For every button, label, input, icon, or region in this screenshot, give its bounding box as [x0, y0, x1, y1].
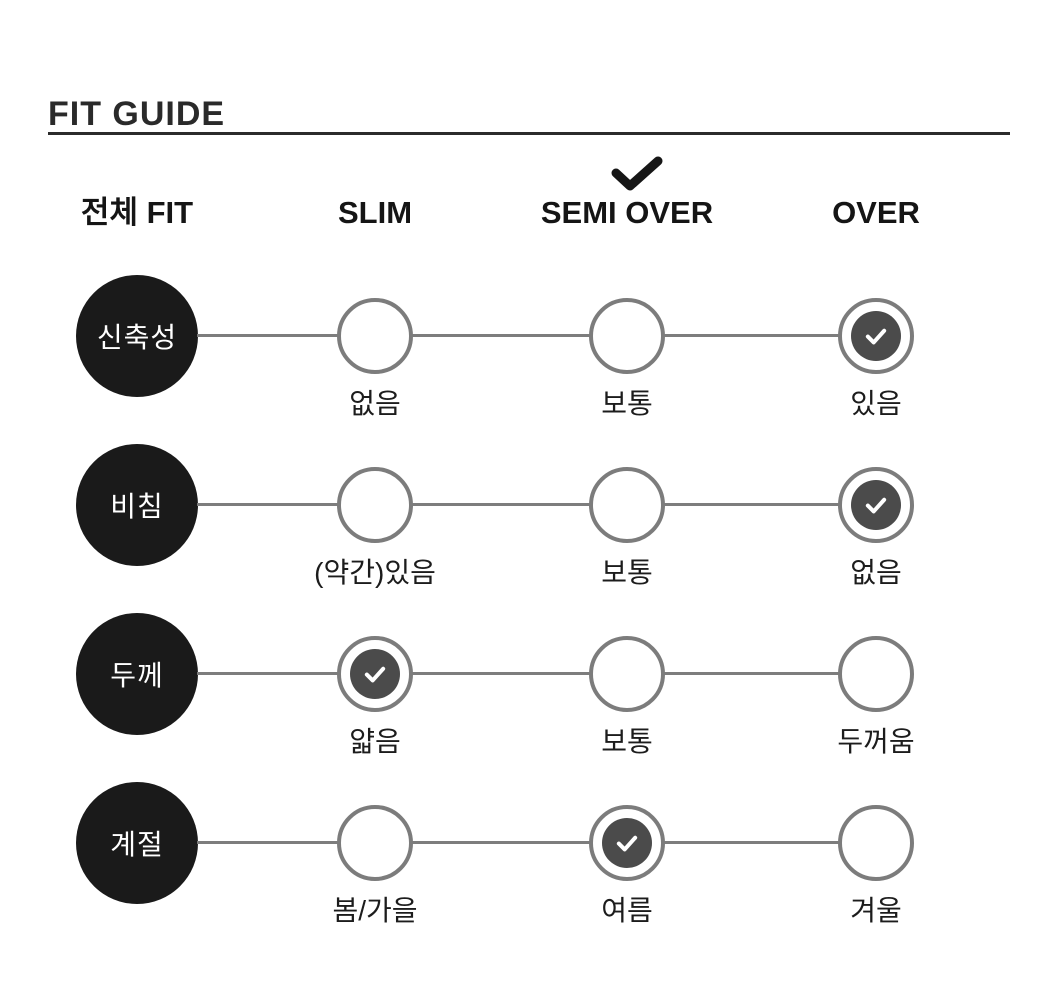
option-circle: [337, 805, 413, 881]
option-circle: [838, 467, 914, 543]
option-label: 겨울: [850, 895, 902, 926]
option-circle: [337, 298, 413, 374]
option-circle: [838, 298, 914, 374]
option-label: 없음: [349, 388, 401, 419]
row-label: 신축성: [96, 322, 178, 353]
option-circle: [337, 636, 413, 712]
connector-line: [412, 672, 590, 675]
row-label-circle: 계절: [76, 782, 198, 904]
header-column-semi-over: SEMI OVER: [540, 195, 714, 230]
row-label: 두께: [110, 660, 164, 691]
connector-line: [412, 334, 590, 337]
connector-line: [197, 672, 338, 675]
option-circle: [589, 298, 665, 374]
option-label: 없음: [850, 557, 902, 588]
option-circle: [589, 805, 665, 881]
fit-row-season: 계절 봄/가을 여름 겨울: [0, 782, 1040, 942]
option-label: 얇음: [349, 726, 401, 757]
fit-row-sheerness: 비침 (약간)있음 보통 없음: [0, 444, 1040, 604]
check-icon: [602, 818, 652, 868]
check-icon: [851, 311, 901, 361]
connector-line: [412, 503, 590, 506]
connector-line: [664, 503, 839, 506]
header-column-slim: SLIM: [337, 195, 413, 230]
row-label-circle: 비침: [76, 444, 198, 566]
connector-line: [197, 841, 338, 844]
connector-line: [664, 334, 839, 337]
connector-line: [664, 841, 839, 844]
option-label: 두꺼움: [837, 726, 915, 757]
option-label: 보통: [601, 557, 653, 588]
option-label: 보통: [601, 726, 653, 757]
row-label-circle: 신축성: [76, 275, 198, 397]
row-label-circle: 두께: [76, 613, 198, 735]
connector-line: [412, 841, 590, 844]
row-label: 계절: [110, 829, 164, 860]
option-label: 보통: [601, 388, 653, 419]
check-icon: [851, 480, 901, 530]
option-circle: [838, 636, 914, 712]
option-circle: [589, 636, 665, 712]
selected-fit-check-icon: [611, 156, 663, 191]
row-label: 비침: [110, 491, 164, 522]
connector-line: [664, 672, 839, 675]
page-title: FIT GUIDE: [48, 94, 226, 133]
fit-row-elasticity: 신축성 없음 보통 있음: [0, 275, 1040, 435]
option-circle: [838, 805, 914, 881]
fit-row-thickness: 두께 얇음 보통 두꺼움: [0, 613, 1040, 773]
connector-line: [197, 334, 338, 337]
connector-line: [197, 503, 338, 506]
option-label: 봄/가을: [332, 895, 418, 926]
option-circle: [589, 467, 665, 543]
option-label: 여름: [601, 895, 653, 926]
title-divider: [48, 132, 1010, 135]
option-label: (약간)있음: [314, 557, 436, 588]
check-icon: [350, 649, 400, 699]
header-column-over: OVER: [832, 195, 920, 230]
header-row-axis-label: 전체 FIT: [80, 195, 194, 230]
option-label: 있음: [850, 388, 902, 419]
option-circle: [337, 467, 413, 543]
